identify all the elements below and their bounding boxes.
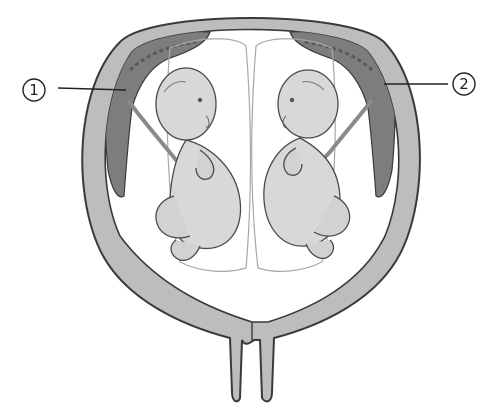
callout-2-number: 2 [459, 75, 469, 93]
callout-1-number: 1 [29, 81, 39, 99]
